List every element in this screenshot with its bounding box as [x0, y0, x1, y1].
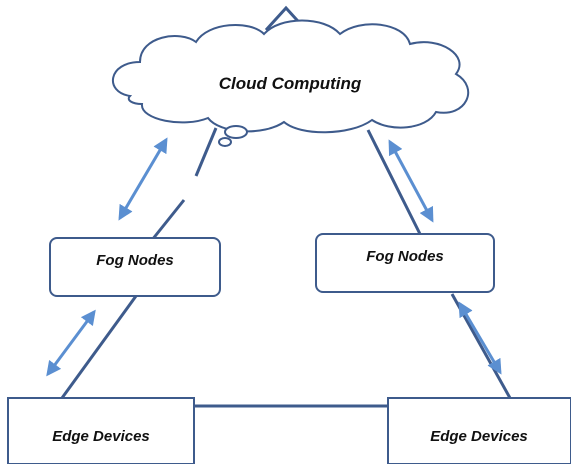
edge-device-left-box — [7, 397, 195, 464]
fog-node-right-label: Fog Nodes — [366, 248, 444, 265]
cloud-bubble-small — [218, 137, 232, 147]
fog-edge-right-arrow — [458, 301, 502, 375]
cloud-fog-right-arrow — [388, 139, 434, 223]
fog-edge-left-arrow — [46, 309, 96, 377]
edge-device-right-label: Edge Devices — [430, 428, 528, 445]
right-lower-line — [450, 293, 512, 399]
fog-node-left-box — [49, 237, 221, 297]
left-upper-line — [150, 199, 186, 241]
fog-node-left-label: Fog Nodes — [96, 252, 174, 269]
cloud-fog-left-arrow — [118, 137, 168, 221]
edge-device-left-label: Edge Devices — [52, 428, 150, 445]
fog-node-right-box — [315, 233, 495, 293]
cloud-shape — [112, 19, 469, 147]
cloud-left-edge-line — [194, 127, 218, 177]
cloud-computing-label: Cloud Computing — [218, 74, 362, 93]
edge-device-right-box — [387, 397, 571, 464]
cloud-bubble-large — [224, 125, 248, 139]
left-lower-line — [60, 295, 138, 399]
